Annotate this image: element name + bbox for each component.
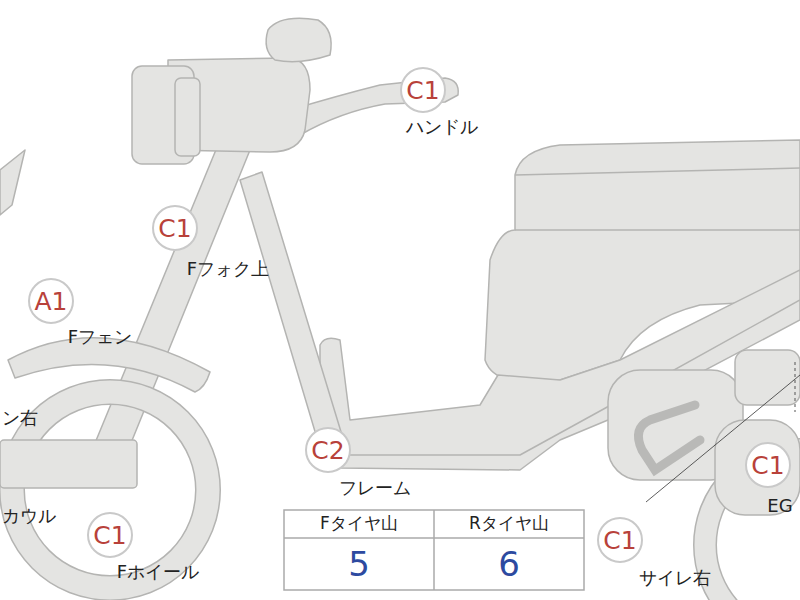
part-name: サイレ右 [639,568,711,588]
callout-number: A1 [34,289,67,314]
table-value: 6 [498,546,520,583]
callout-number: C2 [311,438,344,463]
part-name: ハンドル [406,117,478,137]
callout-circle: C1 [152,205,198,251]
part-name: Fフォク上 [187,259,269,279]
callout-circle: C1 [597,517,643,563]
callout-number: C1 [406,78,439,103]
part-name: Fホイール [117,562,199,582]
part-name: Fフェン [68,327,132,347]
table-value: 5 [348,546,370,583]
callout-circle: C1 [87,512,133,558]
callout-circle: C1 [400,67,446,113]
part-name: フレーム [339,478,411,498]
part-name: カウル [2,506,56,526]
callout-circle: C2 [305,427,351,473]
callout-number: C1 [751,453,784,478]
callout-number: C1 [603,528,636,553]
callout-number: C1 [93,523,126,548]
callout-circle: C1 [745,442,791,488]
table-header: Fタイヤ山 [320,514,398,533]
table-header: Rタイヤ山 [469,514,549,533]
part-name: ン右 [2,408,38,428]
callout-circle: A1 [28,278,74,324]
callout-number: C1 [158,216,191,241]
part-name: EG [767,496,792,516]
